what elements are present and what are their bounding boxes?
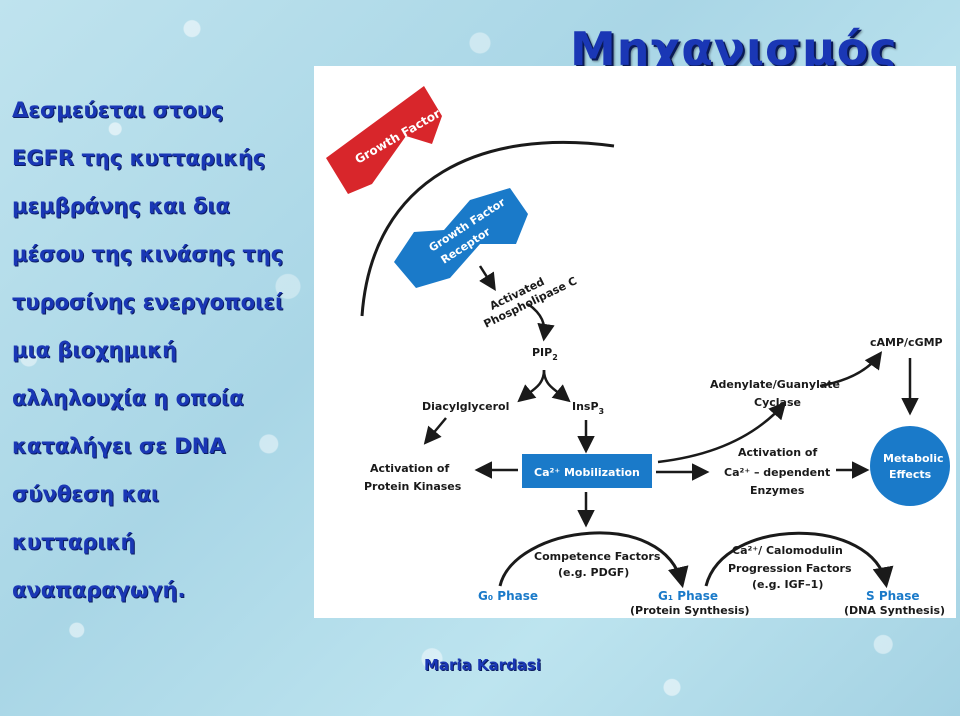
arrow-pip2-dag	[517, 369, 546, 403]
pip2-subscript: 2	[552, 353, 558, 362]
pip2-text: PIP	[532, 346, 552, 359]
arrow-receptor-plc	[478, 265, 496, 291]
cycle-arc-g0-g1	[498, 531, 689, 589]
description-line: μέσου της κινάσης της	[12, 242, 284, 266]
cell-membrane-arc	[360, 140, 615, 317]
calmod-label-line1: Ca²⁺/ Calomodulin	[732, 544, 843, 557]
pk-label-line1: Activation of	[370, 462, 449, 475]
enz-label-line3: Enzymes	[750, 484, 805, 497]
arrow-ca-cyclase	[657, 401, 787, 464]
s-phase-label: S Phase	[866, 589, 920, 603]
metabolic-effects-circle: Metabolic Effects	[870, 426, 950, 506]
arrow-plc-pip2	[527, 302, 555, 342]
dag-label: Diacylglycerol	[422, 400, 509, 413]
description-line: μεμβράνης και δια	[12, 194, 230, 218]
insp3-label: InsP3	[572, 400, 604, 416]
description-line: καταλήγει σε DNA	[12, 434, 226, 458]
description-line: Δεσμεύεται στους	[12, 98, 224, 122]
calmod-label-line3: (e.g. IGF–1)	[752, 578, 823, 591]
diagram-svg: Growth Factor Growth Factor Receptor Act…	[326, 86, 950, 617]
cyclase-label-line2: Cyclase	[754, 396, 801, 409]
insp3-subscript: 3	[599, 407, 605, 416]
cycle-arc-g1-s	[704, 531, 894, 589]
metabolic-label-line2: Effects	[889, 468, 932, 481]
pip2-label: PIP2	[532, 346, 558, 362]
description-line: αναπαραγωγή.	[12, 578, 186, 602]
calmod-label-line2: Progression Factors	[728, 562, 852, 575]
ca-mobilization-label: Ca²⁺ Mobilization	[534, 466, 640, 479]
g1-phase-label: G₁ Phase	[658, 589, 718, 603]
description-line: σύνθεση και	[12, 482, 160, 506]
ca-mobilization-box: Ca²⁺ Mobilization	[522, 454, 652, 488]
pk-label-line2: Protein Kinases	[364, 480, 462, 493]
camp-label: cAMP/cGMP	[870, 336, 943, 349]
growth-factor-shape: Growth Factor	[326, 86, 443, 194]
arrow-pip2-insp3	[542, 369, 571, 403]
enz-label-line2: Ca²⁺ – dependent	[724, 466, 830, 479]
insp3-text: InsP	[572, 400, 599, 413]
competence-label-line1: Competence Factors	[534, 550, 661, 563]
s-phase-sub: (DNA Synthesis)	[844, 604, 945, 617]
arrow-cyclase-camp	[819, 351, 883, 388]
description-line: EGFR της κυτταρικής	[12, 146, 266, 170]
description-line: τυροσίνης ενεργοποιεί	[12, 290, 284, 314]
g1-phase-sub: (Protein Synthesis)	[630, 604, 750, 617]
description-line: μια βιοχημική	[12, 338, 178, 362]
description-line: αλληλουχία η οποία	[12, 386, 244, 410]
metabolic-label-line1: Metabolic	[883, 452, 944, 465]
description-text: Δεσμεύεται στους EGFR της κυτταρικής μεμ…	[12, 86, 312, 614]
author-footer: Maria Kardasi	[424, 656, 542, 674]
enz-label-line1: Activation of	[738, 446, 817, 459]
cyclase-label-line1: Adenylate/Guanylate	[710, 378, 840, 391]
signaling-diagram: Growth Factor Growth Factor Receptor Act…	[314, 66, 956, 618]
competence-label-line2: (e.g. PDGF)	[558, 566, 629, 579]
arrow-dag-pk	[423, 417, 447, 445]
description-line: κυτταρική	[12, 530, 136, 554]
receptor-shape: Growth Factor Receptor	[394, 188, 528, 288]
g0-phase-label: G₀ Phase	[478, 589, 538, 603]
